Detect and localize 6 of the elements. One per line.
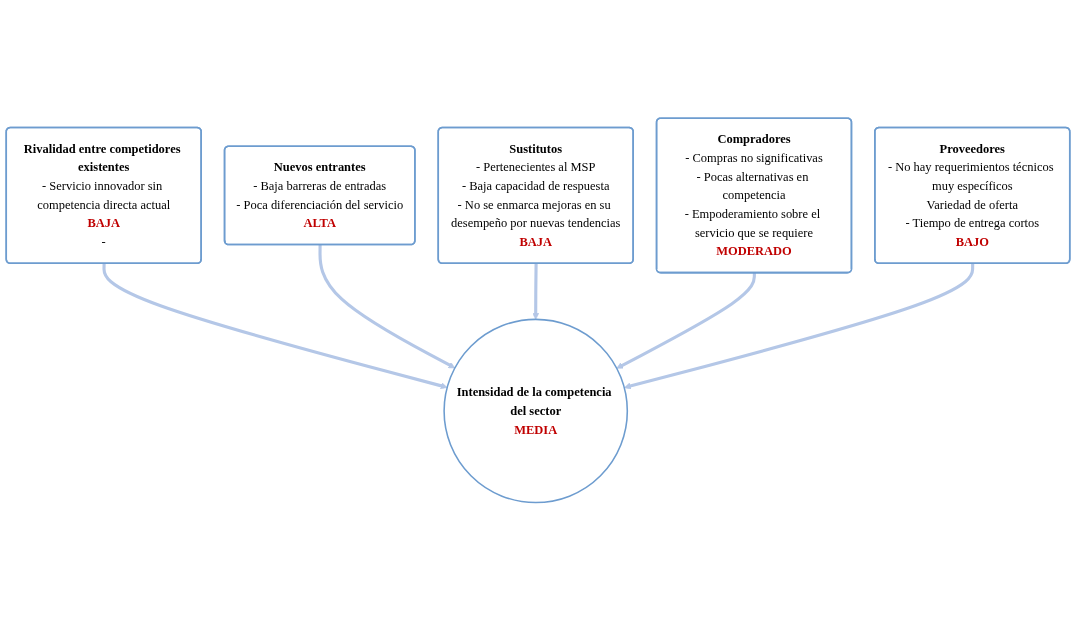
arrow [624, 263, 975, 390]
arrow [532, 263, 540, 320]
node-circle: Intensidad de la competencia del sector MEDIA [443, 318, 629, 504]
arrow [318, 245, 456, 369]
arrow [616, 273, 756, 369]
arrow [102, 263, 448, 390]
